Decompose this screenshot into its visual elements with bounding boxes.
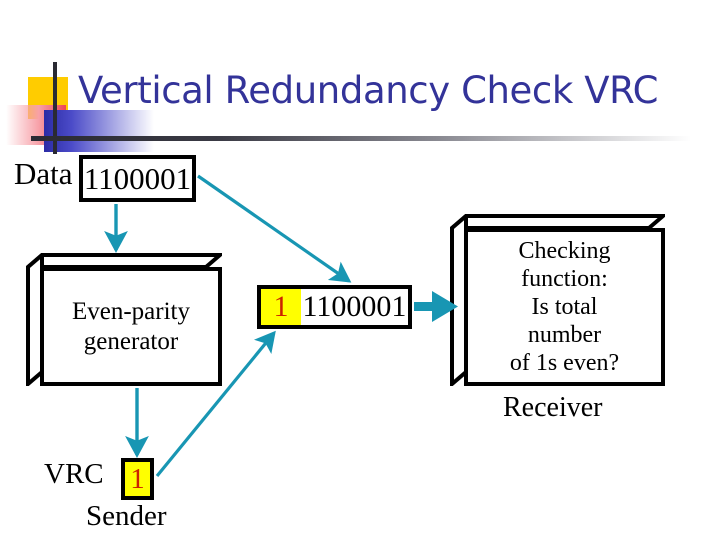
checking-function-face: Checking function: Is total number of 1s… xyxy=(464,228,665,386)
data-label: Data xyxy=(14,156,73,191)
vrc-label: VRC xyxy=(44,458,104,490)
transmitted-data-block: 1 1100001 xyxy=(257,285,412,329)
receiver-label: Receiver xyxy=(503,392,603,423)
checking-line-4: of 1s even? xyxy=(509,350,620,376)
generator-box-face: Even-parity generator xyxy=(40,267,222,386)
data-bits-box: 1100001 xyxy=(79,155,196,202)
decoration-vertical-rule xyxy=(53,62,57,154)
generator-line-1: Even-parity xyxy=(71,297,190,325)
generator-line-2: generator xyxy=(83,327,179,355)
transmitted-parity-cell: 1 xyxy=(261,289,301,325)
checking-line-3: number xyxy=(527,322,602,348)
vrc-bit-box: 1 xyxy=(121,458,154,500)
transmitted-bits-cell: 1100001 xyxy=(301,289,408,325)
decoration-blue-square xyxy=(44,110,154,152)
decoration-horizontal-rule xyxy=(31,136,691,141)
slide-title: Vertical Redundancy Check VRC xyxy=(78,69,659,112)
even-parity-generator-box: Even-parity generator xyxy=(26,253,222,386)
checking-line-1: function: xyxy=(521,266,608,292)
sender-label: Sender xyxy=(86,500,167,532)
checking-line-2: Is total xyxy=(531,294,598,320)
checking-function-box: Checking function: Is total number of 1s… xyxy=(450,214,665,386)
checking-line-0: Checking xyxy=(518,238,611,264)
